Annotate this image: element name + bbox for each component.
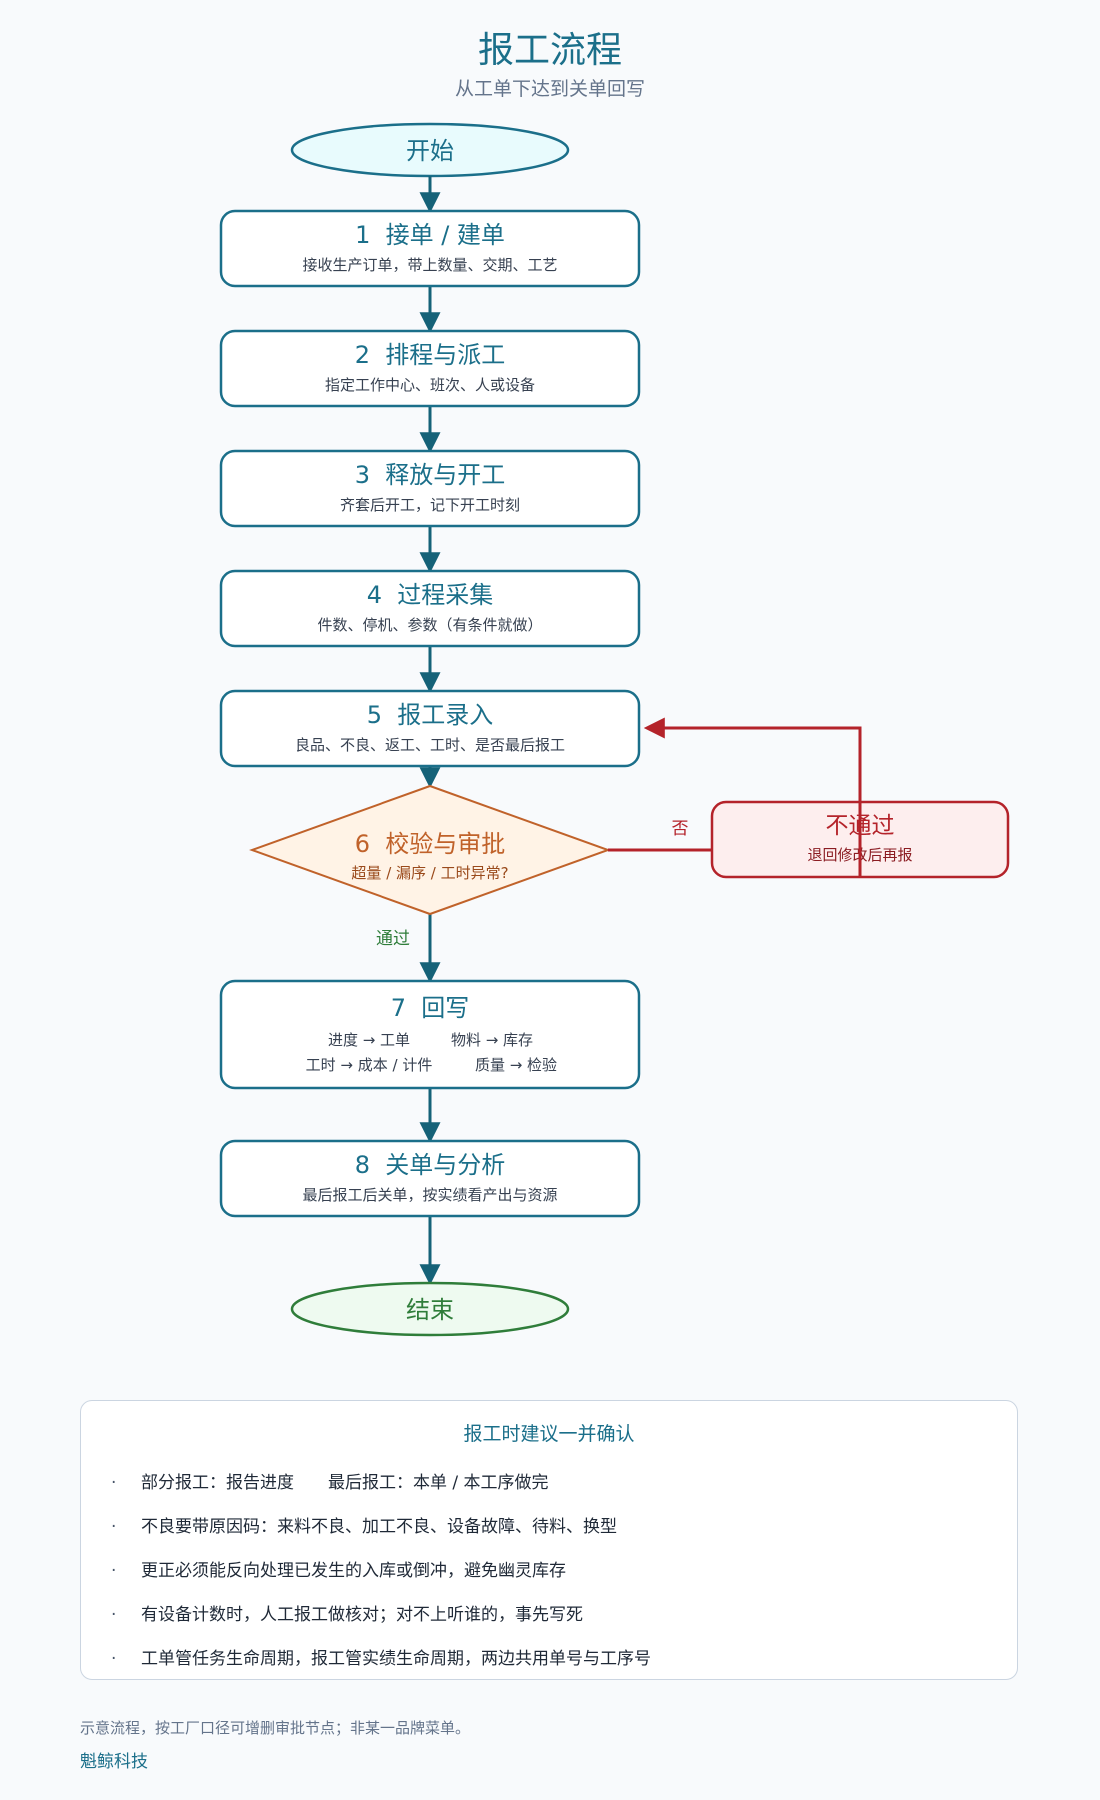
step-3-node: 3 释放与开工 齐套后开工，记下开工时刻 <box>219 449 641 528</box>
step-1-title: 1 接单 / 建单 <box>355 221 505 249</box>
step-1-desc: 接收生产订单，带上数量、交期、工艺 <box>302 256 557 274</box>
step-8-node: 8 关单与分析 最后报工后关单，按实绩看产出与资源 <box>219 1139 641 1218</box>
step-2-title: 2 排程与派工 <box>355 341 506 369</box>
end-node: 结束 <box>290 1281 570 1337</box>
footer-note: 示意流程，按工厂口径可增删审批节点；非某一品牌菜单。 <box>80 1719 471 1737</box>
notes-title: 报工时建议一并确认 <box>463 1423 635 1445</box>
step-7-line2-a: 工时 → 成本 / 计件 <box>306 1056 433 1074</box>
start-label: 开始 <box>406 137 454 165</box>
step-3-title: 3 释放与开工 <box>355 461 506 489</box>
step-7-line1-a: 进度 → 工单 <box>328 1031 410 1049</box>
step-2-desc: 指定工作中心、班次、人或设备 <box>325 376 535 394</box>
page-title: 报工流程 <box>478 30 622 71</box>
page-subtitle: 从工单下达到关单回写 <box>455 78 645 100</box>
start-node: 开始 <box>290 122 570 178</box>
note-item: · 有设备计数时，人工报工做核对；对不上听谁的，事先写死 <box>111 1593 987 1637</box>
bullet-icon: · <box>111 1473 117 1493</box>
step-7-line2-b: 质量 → 检验 <box>475 1056 557 1074</box>
bullet-icon: · <box>111 1517 117 1537</box>
note-item: · 更正必须能反向处理已发生的入库或倒冲，避免幽灵库存 <box>111 1549 987 1593</box>
decision-node: 6 校验与审批 超量 / 漏序 / 工时异常? <box>249 784 611 916</box>
step-2-node: 2 排程与派工 指定工作中心、班次、人或设备 <box>219 329 641 408</box>
bullet-icon: · <box>111 1605 117 1625</box>
bullet-icon: · <box>111 1561 117 1581</box>
flowchart: 报工流程 从工单下达到关单回写 开始 1 接单 / 建单 接收生产订单，带上数量… <box>219 30 1010 1337</box>
pass-label: 通过 <box>376 929 410 949</box>
note-item: · 部分报工：报告进度 最后报工：本单 / 本工序做完 <box>111 1461 987 1505</box>
note-item: · 工单管任务生命周期，报工管实绩生命周期，两边共用单号与工序号 <box>111 1637 987 1681</box>
connector-reject-5 <box>643 717 862 877</box>
note-text: 不良要带原因码：来料不良、加工不良、设备故障、待料、换型 <box>141 1517 617 1537</box>
step-4-title: 4 过程采集 <box>367 581 494 609</box>
step-4-desc: 件数、停机、参数（有条件就做） <box>317 616 542 634</box>
step-1-node: 1 接单 / 建单 接收生产订单，带上数量、交期、工艺 <box>219 209 641 288</box>
step-7-line1-b: 物料 → 库存 <box>451 1031 533 1049</box>
step-8-title: 8 关单与分析 <box>355 1151 506 1179</box>
step-5-node: 5 报工录入 良品、不良、返工、工时、是否最后报工 <box>219 689 641 768</box>
brand-name: 魁鲸科技 <box>80 1752 148 1772</box>
step-7-node: 7 回写 进度 → 工单 物料 → 库存 工时 → 成本 / 计件 质量 → 检… <box>219 979 641 1090</box>
decision-title: 6 校验与审批 <box>355 830 506 858</box>
step-7-title: 7 回写 <box>391 994 470 1022</box>
step-5-desc: 良品、不良、返工、工时、是否最后报工 <box>295 736 565 754</box>
note-text: 工单管任务生命周期，报工管实绩生命周期，两边共用单号与工序号 <box>141 1649 651 1669</box>
bullet-icon: · <box>111 1649 117 1669</box>
step-8-desc: 最后报工后关单，按实绩看产出与资源 <box>302 1186 557 1204</box>
note-text: 更正必须能反向处理已发生的入库或倒冲，避免幽灵库存 <box>141 1561 566 1581</box>
decision-desc: 超量 / 漏序 / 工时异常? <box>351 864 508 882</box>
note-item: · 不良要带原因码：来料不良、加工不良、设备故障、待料、换型 <box>111 1505 987 1549</box>
notes-list: · 部分报工：报告进度 最后报工：本单 / 本工序做完 · 不良要带原因码：来料不良、… <box>111 1461 987 1681</box>
note-text: 有设备计数时，人工报工做核对；对不上听谁的，事先写死 <box>141 1605 583 1625</box>
note-text-secondary: 最后报工：本单 / 本工序做完 <box>328 1473 549 1493</box>
note-text: 部分报工：报告进度 <box>141 1473 294 1493</box>
end-label: 结束 <box>406 1296 454 1324</box>
reject-path: 否 不通过 退回修改后再报 <box>608 717 1010 879</box>
step-4-node: 4 过程采集 件数、停机、参数（有条件就做） <box>219 569 641 648</box>
step-5-title: 5 报工录入 <box>367 701 494 729</box>
notes-panel: 报工时建议一并确认 · 部分报工：报告进度 最后报工：本单 / 本工序做完 · 不良要… <box>80 1400 1018 1680</box>
step-3-desc: 齐套后开工，记下开工时刻 <box>340 496 520 514</box>
reject-edge-label: 否 <box>672 819 689 839</box>
